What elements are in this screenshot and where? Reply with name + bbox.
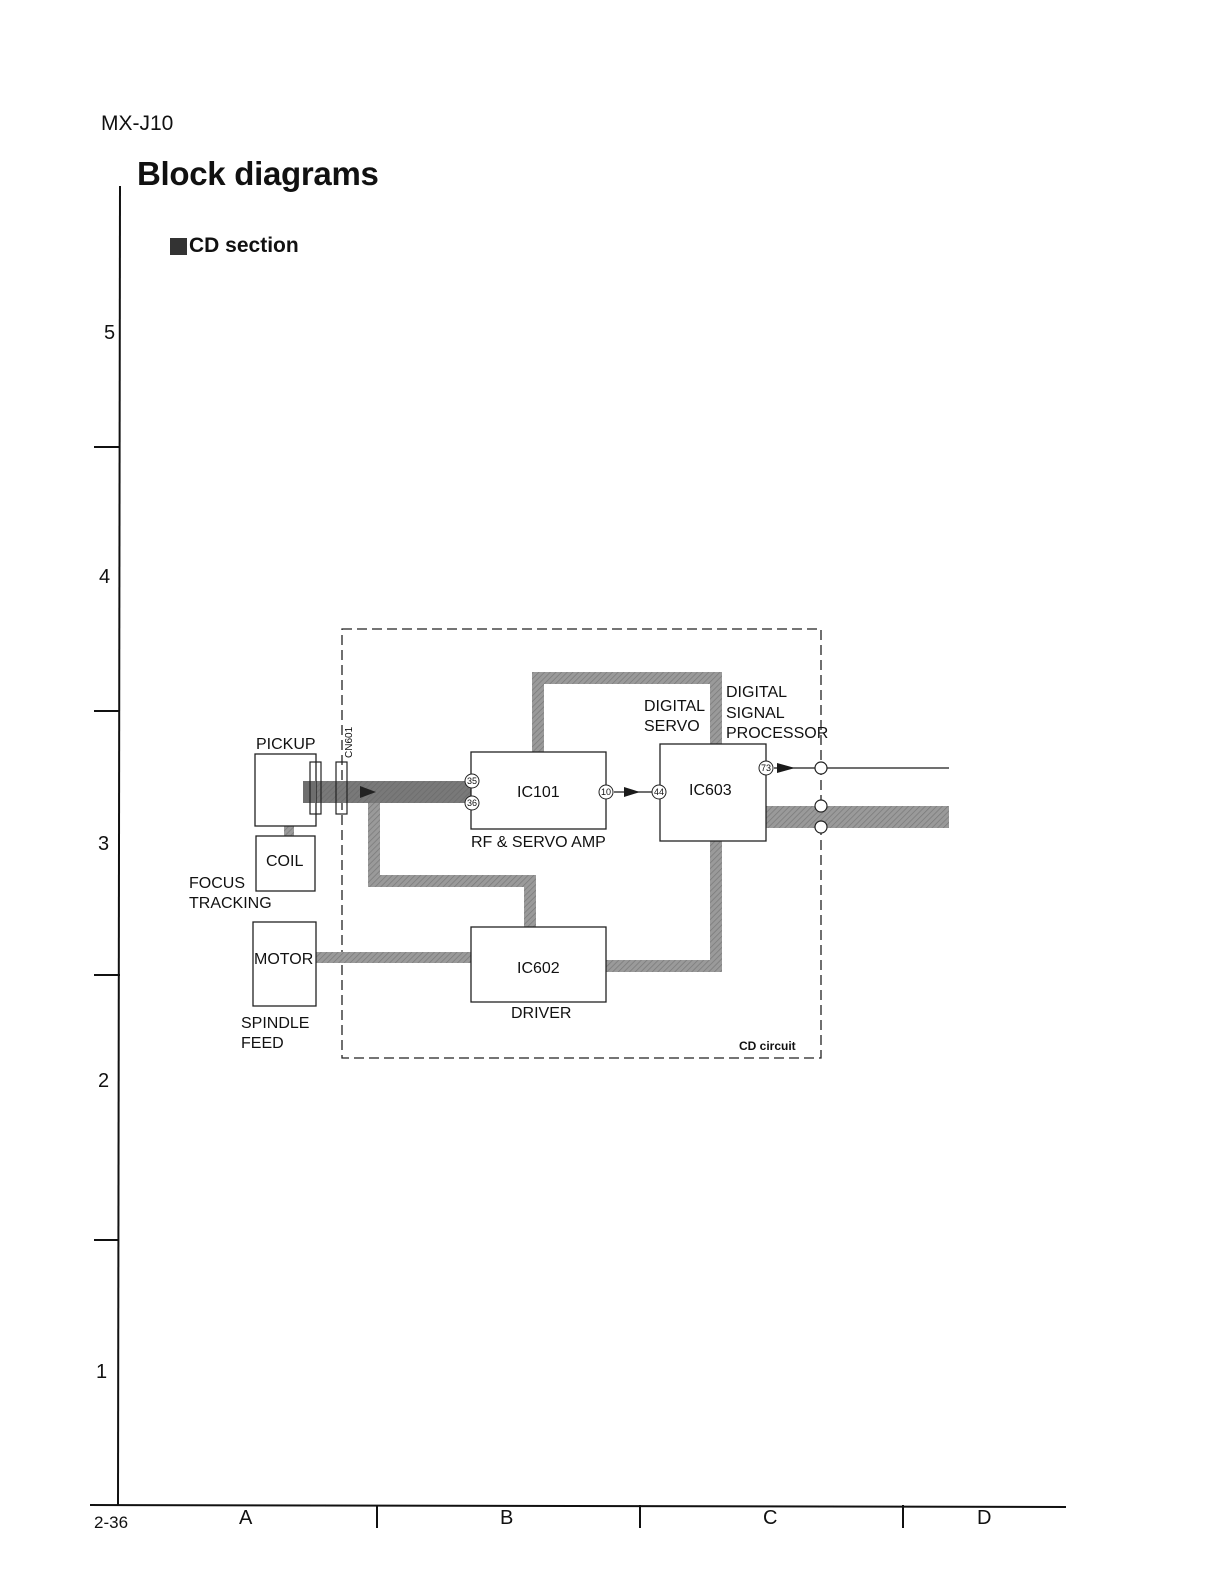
ic603-label: IC603 <box>689 782 732 799</box>
bus-to-ic602 <box>606 960 722 972</box>
pickup-label: PICKUP <box>256 736 316 753</box>
ic101-label: IC101 <box>517 784 560 801</box>
bus-to-ic603-top <box>710 672 722 744</box>
arrow-ic101-out-icon <box>624 787 640 797</box>
pin-36-label: 36 <box>467 798 477 808</box>
terminal-audio-r <box>815 821 827 833</box>
bottom-border-line <box>90 1505 1066 1507</box>
dsp-label-2: SIGNAL <box>726 705 785 722</box>
signal-buses <box>284 672 949 972</box>
ic101-function-label: RF & SERVO AMP <box>471 834 606 851</box>
focus-label: FOCUS <box>189 875 245 892</box>
bus-motor-to-ic602 <box>316 952 471 963</box>
tracking-label: TRACKING <box>189 895 272 912</box>
pin-35-label: 35 <box>467 776 477 786</box>
ic602-label: IC602 <box>517 960 560 977</box>
bus-audio-output <box>766 806 949 828</box>
terminal-audio-l <box>815 800 827 812</box>
spindle-label: SPINDLE <box>241 1015 309 1032</box>
bus-ic603-down <box>710 841 722 971</box>
terminal-digital-out <box>815 762 827 774</box>
arrow-ic603-out-icon <box>777 763 795 773</box>
bus-servo-down <box>368 803 380 885</box>
digital-servo-label-1: DIGITAL <box>644 698 705 715</box>
ic602-function-label: DRIVER <box>511 1005 571 1022</box>
grid-frame <box>90 186 1066 1528</box>
bus-servo-to-ic602 <box>524 875 536 927</box>
dsp-label-1: DIGITAL <box>726 684 787 701</box>
bus-top-across <box>532 672 722 684</box>
connector-label: CN601 <box>344 726 355 758</box>
bus-servo-across <box>368 875 536 887</box>
pin-44-label: 44 <box>654 787 664 797</box>
feed-label: FEED <box>241 1035 284 1052</box>
pin-10-label: 10 <box>601 787 611 797</box>
dsp-label-3: PROCESSOR <box>726 725 828 742</box>
motor-label: MOTOR <box>254 951 313 968</box>
left-border-line <box>118 186 120 1505</box>
pin-73-label: 73 <box>761 763 771 773</box>
digital-servo-label-2: SERVO <box>644 718 700 735</box>
cd-circuit-label: CD circuit <box>739 1039 796 1053</box>
bus-pickup-shade <box>303 781 471 803</box>
coil-label: COIL <box>266 853 303 870</box>
